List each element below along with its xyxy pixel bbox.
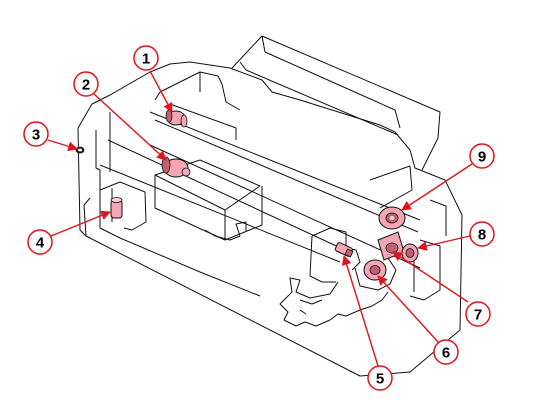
callout-5: 5 bbox=[367, 365, 393, 391]
callout-label-3: 3 bbox=[32, 127, 40, 144]
component-3 bbox=[75, 146, 85, 154]
callout-label-9: 9 bbox=[478, 149, 486, 166]
callout-4: 4 bbox=[27, 229, 53, 255]
component-9 bbox=[378, 206, 406, 230]
callout-2: 2 bbox=[73, 71, 99, 97]
callout-3: 3 bbox=[23, 121, 49, 147]
component-5 bbox=[334, 242, 354, 258]
leader-6 bbox=[377, 275, 440, 344]
leader-7 bbox=[392, 251, 469, 303]
callout-label-2: 2 bbox=[82, 77, 90, 94]
component-1 bbox=[165, 109, 188, 128]
printer-chassis bbox=[77, 35, 463, 377]
leader-8 bbox=[417, 235, 471, 251]
callout-label-1: 1 bbox=[142, 51, 150, 68]
callout-1: 1 bbox=[133, 45, 159, 71]
leader-4 bbox=[50, 210, 111, 237]
callout-9: 9 bbox=[469, 143, 495, 169]
component-8 bbox=[401, 243, 419, 263]
callout-6: 6 bbox=[433, 339, 459, 365]
callout-label-8: 8 bbox=[478, 227, 486, 244]
callout-label-5: 5 bbox=[376, 371, 384, 388]
component-2 bbox=[161, 156, 191, 178]
callout-label-6: 6 bbox=[442, 345, 450, 362]
component-6 bbox=[363, 259, 387, 281]
callout-8: 8 bbox=[469, 221, 495, 247]
leader-2 bbox=[93, 93, 167, 161]
component-4 bbox=[110, 197, 123, 219]
leader-5 bbox=[341, 255, 379, 367]
callout-label-7: 7 bbox=[474, 307, 482, 324]
leader-3 bbox=[47, 139, 78, 152]
leader-1 bbox=[149, 70, 173, 113]
leader-9 bbox=[401, 163, 473, 211]
component-7 bbox=[377, 231, 405, 261]
callout-label-4: 4 bbox=[36, 235, 45, 252]
callout-7: 7 bbox=[465, 301, 491, 327]
callout-leaders bbox=[47, 70, 473, 367]
